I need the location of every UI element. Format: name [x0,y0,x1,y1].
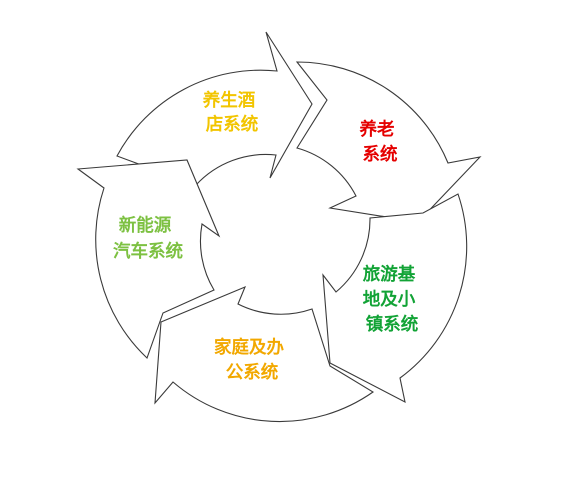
segment-hotel-line-1: 养生酒 [202,90,256,111]
segment-tourism-line-1: 旅游基 [363,264,416,285]
segment-office: 家庭及办 公系统 [154,285,375,423]
segment-hotel-line-2: 店系统 [206,114,259,135]
segment-elderly-line-1: 养老 [358,119,394,140]
segment-office-arrow [154,285,375,423]
segment-hotel-arrow [116,31,313,186]
segment-energy: 新能源 汽车系统 [76,159,221,359]
segment-tourism-arrow [322,193,468,404]
segment-elderly-label: 养老 系统 [358,119,400,165]
segment-office-line-2: 公系统 [226,362,279,383]
segment-hotel: 养生酒 店系统 [116,31,313,186]
segment-elderly-line-2: 系统 [363,144,398,165]
segment-tourism-label: 旅游基 地及小 镇系统 [363,264,422,335]
segment-energy-arrow [76,159,221,359]
segment-office-label: 家庭及办 公系统 [214,337,290,383]
segment-tourism-line-2: 地及小 [363,289,416,310]
segment-office-line-1: 家庭及办 [214,337,284,358]
segment-hotel-label: 养生酒 店系统 [202,90,262,135]
segment-tourism-line-3: 镇系统 [366,314,419,335]
segment-tourism: 旅游基 地及小 镇系统 [322,193,468,404]
segment-elderly-arrow [295,61,482,223]
segment-energy-label: 新能源 汽车系统 [113,215,183,262]
segment-energy-line-1: 新能源 [119,215,172,236]
segment-elderly: 养老 系统 [295,61,482,223]
segment-energy-line-2: 汽车系统 [113,241,183,262]
